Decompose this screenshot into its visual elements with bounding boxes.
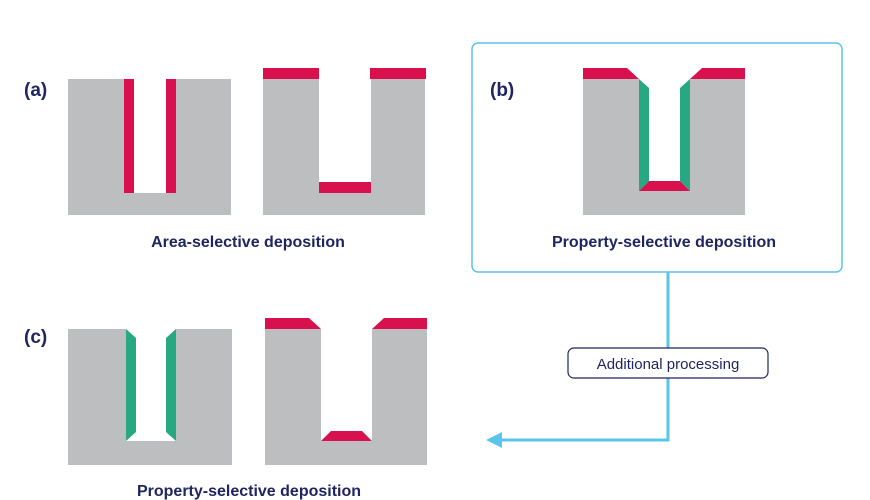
panel-b-trench — [583, 68, 745, 215]
panel-a-letter: (a) — [24, 80, 47, 101]
bottom-film — [321, 431, 372, 441]
arrow-head-icon — [486, 432, 502, 448]
panel-b-caption: Property-selective deposition — [552, 234, 776, 251]
bottom-film — [319, 182, 371, 193]
substrate — [265, 329, 427, 465]
top-film-right — [372, 318, 427, 329]
panel-a-caption: Area-selective deposition — [151, 234, 345, 251]
panel-c-caption: Property-selective deposition — [137, 483, 361, 500]
panel-b-letter: (b) — [490, 80, 514, 101]
panel-a-trench-top-bottom — [263, 68, 426, 215]
top-film-left — [263, 68, 319, 79]
sidewall-film-right — [680, 79, 690, 191]
panel-c-trench-sidewall — [68, 329, 232, 465]
process-arrow-line — [498, 272, 670, 442]
bottom-film — [639, 181, 690, 191]
process-label: Additional processing — [597, 356, 740, 373]
sidewall-film-left — [124, 79, 134, 193]
sidewall-film-left — [126, 329, 136, 441]
panel-b-frame — [471, 42, 843, 273]
substrate — [68, 79, 231, 215]
panel-c-letter: (c) — [24, 327, 47, 348]
sidewall-film-right — [166, 329, 176, 441]
top-film-right — [370, 68, 426, 79]
top-film-right — [690, 68, 745, 79]
substrate — [263, 79, 425, 215]
sidewall-film-right — [166, 79, 176, 193]
top-film-left — [265, 318, 321, 329]
sidewall-film-left — [639, 79, 649, 191]
substrate — [68, 329, 232, 465]
panel-c-trench-top-bottom — [265, 318, 427, 465]
process-arrow — [486, 272, 670, 448]
top-film-left — [583, 68, 639, 79]
substrate — [583, 79, 745, 215]
panel-a-trench-sidewall — [68, 79, 231, 215]
process-label-box — [567, 347, 769, 379]
